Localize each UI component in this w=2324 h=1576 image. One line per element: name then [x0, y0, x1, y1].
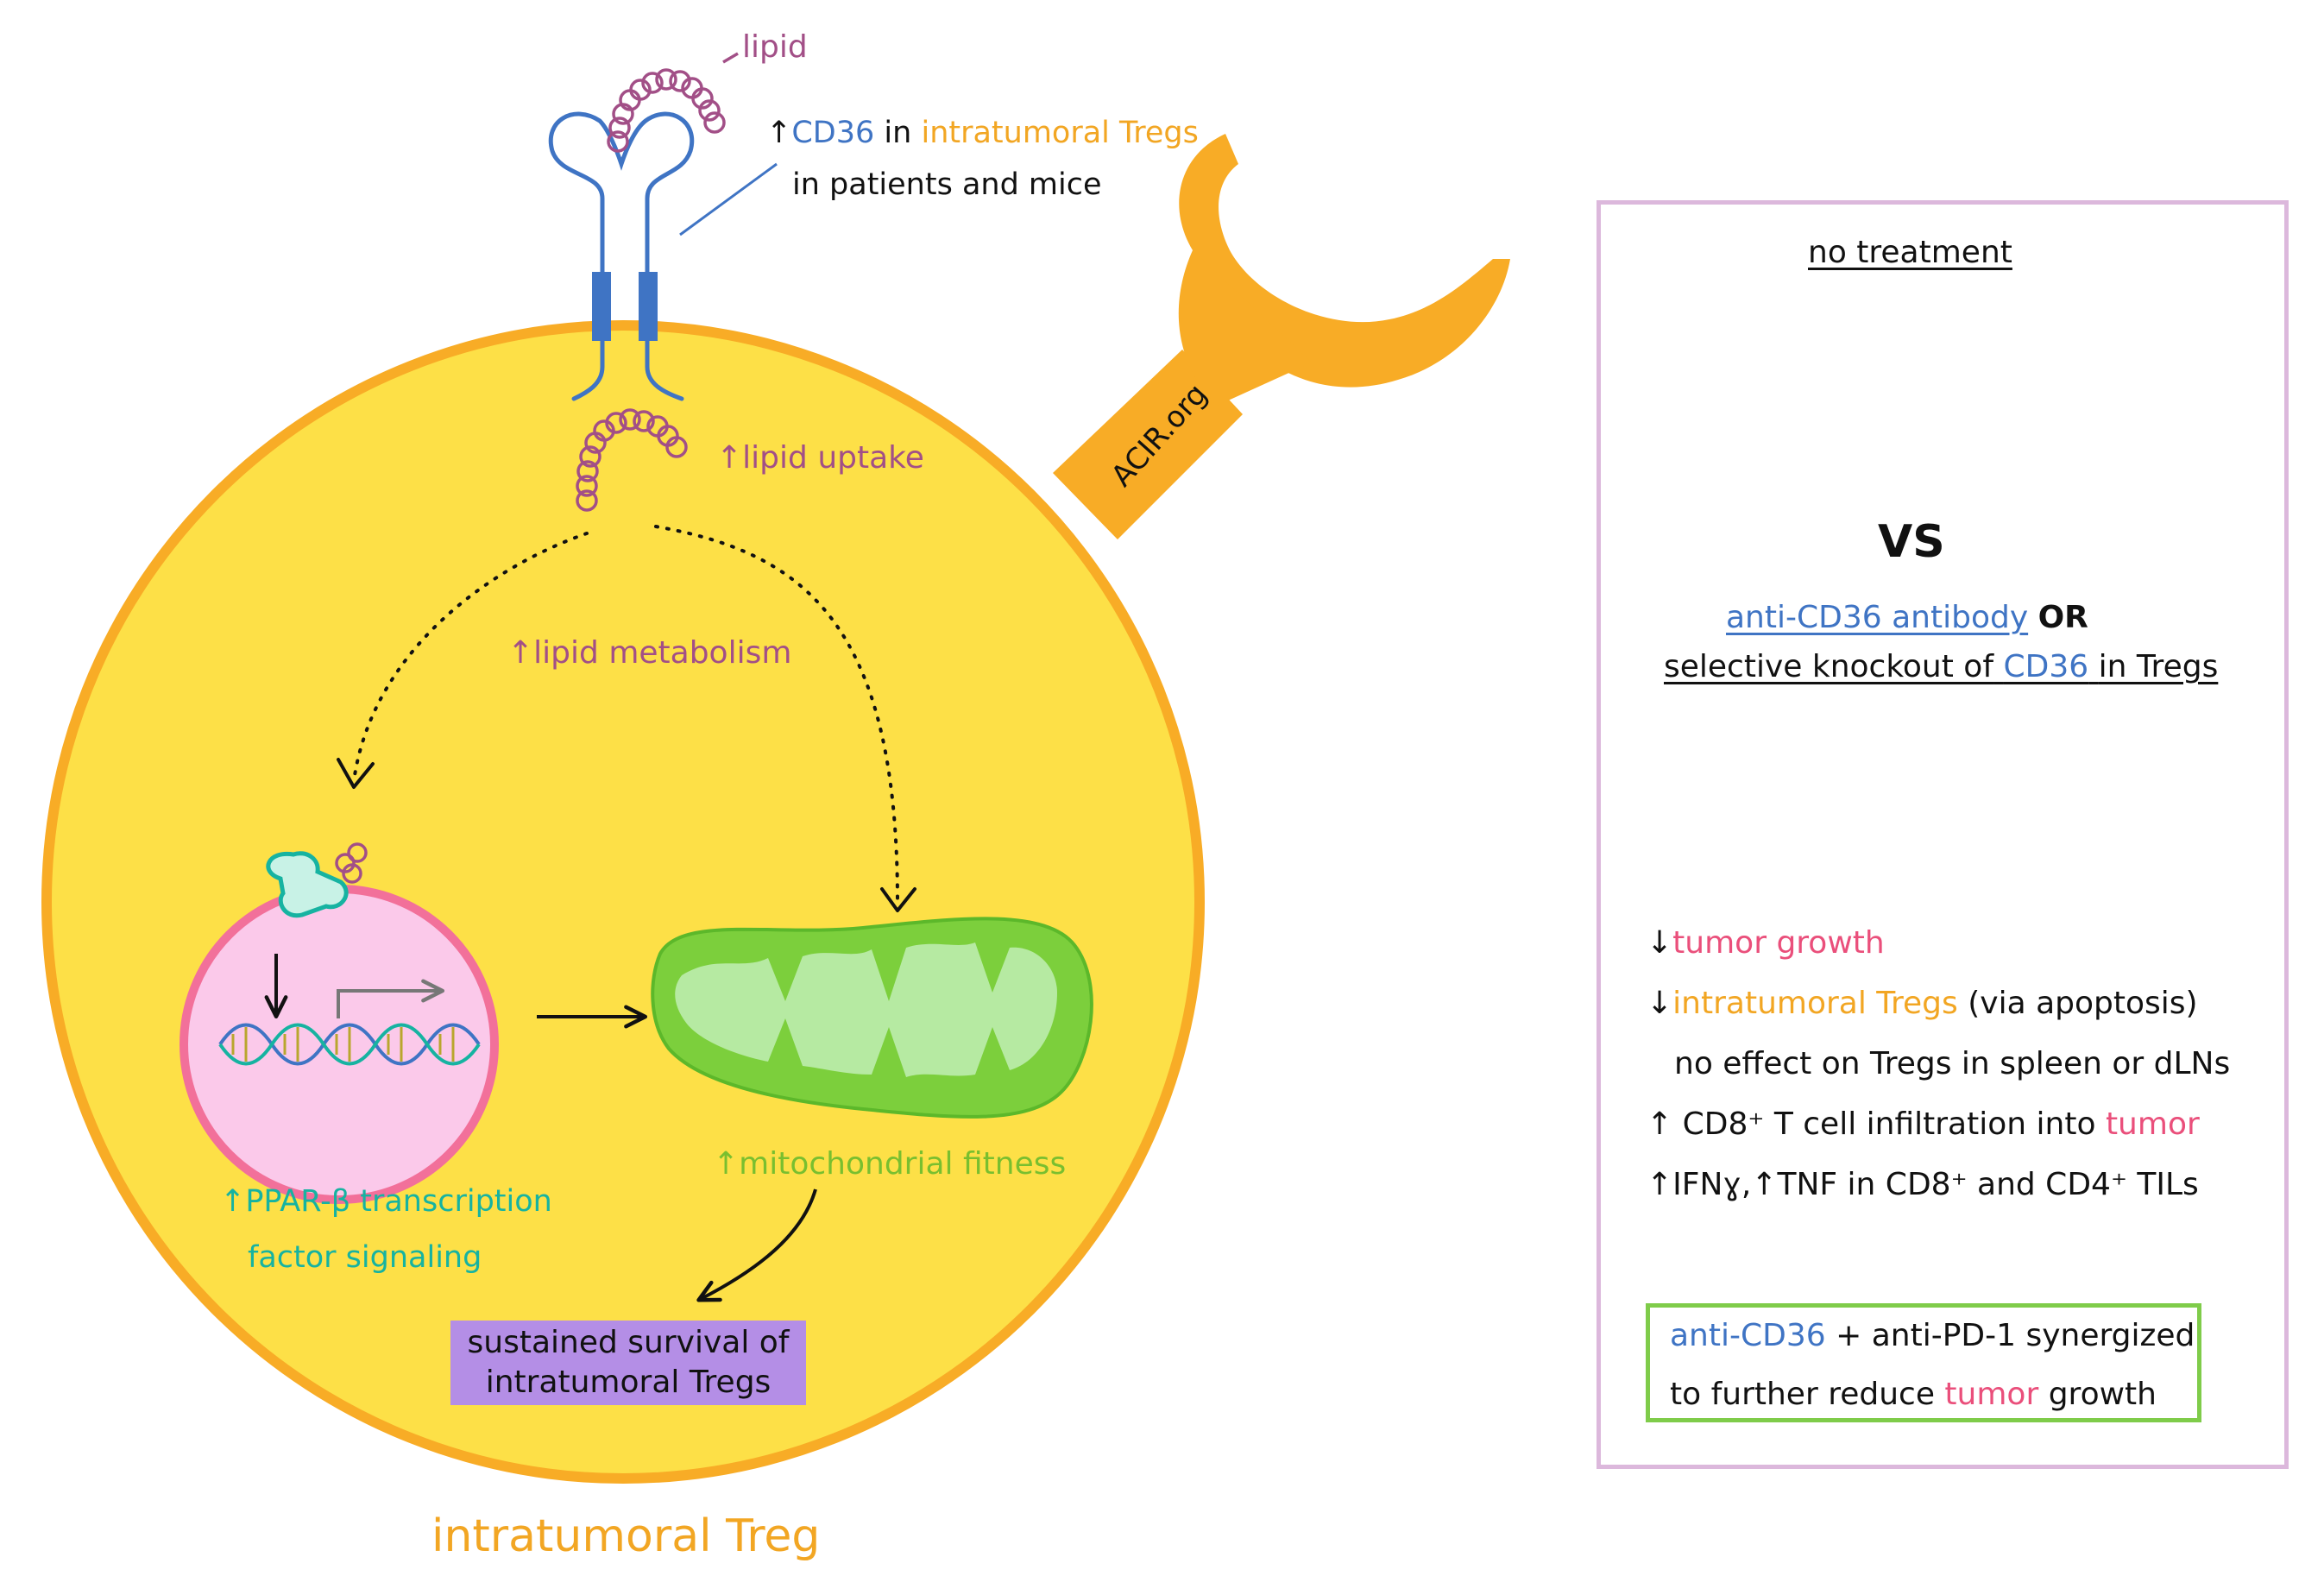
down-arrow-1: ↓	[1647, 925, 1673, 961]
lipid-coil-top	[607, 68, 726, 153]
dotted-arrowhead-nucleus	[337, 758, 375, 789]
cd36-upregulation-line2: in patients and mice	[792, 167, 1102, 202]
ppar-protein	[266, 842, 368, 918]
dna-helix	[218, 1023, 481, 1066]
mitochondrion-cristae	[675, 942, 1057, 1077]
transcription-arrow	[337, 979, 445, 1018]
intratumoral-tregs-term: intratumoral Tregs	[921, 116, 1199, 150]
treg-cell	[41, 320, 1205, 1484]
treatment-line1: anti-CD36 antibody OR	[1726, 600, 2088, 635]
dotted-arrow-to-nucleus	[352, 532, 589, 783]
up-arrow: ↑	[766, 116, 792, 150]
cd36-upregulation-line1: ↑CD36 in intratumoral Tregs	[766, 116, 1199, 150]
lipid-uptake-label: ↑lipid uptake	[716, 440, 924, 476]
knockout-pre: selective knockout of	[1664, 649, 1994, 684]
outcome-tumor-growth: ↓tumor growth	[1647, 925, 1885, 961]
anti-cd36-antibody-term: anti-CD36 antibody	[1726, 600, 2029, 635]
outcome-no-effect: no effect on Tregs in spleen or dLNs	[1674, 1046, 2231, 1081]
lipid-metabolism-label: ↑lipid metabolism	[507, 635, 792, 671]
cd36-term: CD36	[791, 116, 875, 150]
down-arrow-2: ↓	[1647, 986, 1673, 1021]
treatment-line2: selective knockout of CD36 in Tregs	[1664, 649, 2218, 684]
results-panel	[1597, 200, 2289, 1469]
lipid-leader-line	[722, 52, 739, 64]
synergy-rest: + anti-PD-1 synergized	[1836, 1318, 2195, 1353]
outcome-intratumoral-tregs: ↓intratumoral Tregs (via apoptosis)	[1647, 986, 2198, 1021]
synergy-anti-cd36: anti-CD36	[1670, 1318, 1826, 1353]
nucleus	[179, 885, 499, 1204]
mito-to-survival-arrow	[696, 1188, 817, 1302]
cd36-receptor	[548, 111, 695, 401]
mitochondrial-fitness-label: ↑mitochondrial fitness	[713, 1146, 1067, 1182]
receptor-transmembrane-left	[592, 272, 611, 341]
synergy-box	[1646, 1303, 2201, 1422]
outcome-cytokines: ↑IFNɣ,↑TNF in CD8⁺ and CD4⁺ TILs	[1647, 1167, 2199, 1202]
synergy-pre: to further reduce	[1670, 1377, 1935, 1412]
vs-label: VS	[1878, 516, 1945, 568]
cd8-infiltration-text: ↑ CD8⁺ T cell infiltration into	[1647, 1106, 2096, 1142]
or-word: OR	[2037, 600, 2088, 635]
receptor-transmembrane-right	[639, 272, 658, 341]
intratumoral-tregs-outcome-term: intratumoral Tregs	[1672, 986, 1958, 1021]
knockout-post: in Tregs	[2098, 649, 2219, 684]
tumor-term: tumor	[2105, 1106, 2200, 1142]
in-word: in	[884, 116, 912, 150]
outcome-cd8-infiltration: ↑ CD8⁺ T cell infiltration into tumor	[1647, 1106, 2200, 1142]
tumor-growth-term: tumor growth	[1672, 925, 1885, 961]
cell-name-label: intratumoral Treg	[431, 1510, 821, 1562]
dotted-arrowhead-mito	[880, 887, 916, 912]
synergy-line1: anti-CD36 + anti-PD-1 synergized	[1670, 1318, 2195, 1353]
via-apoptosis: (via apoptosis)	[1968, 986, 2198, 1021]
sustained-survival-box: sustained survival of intratumoral Tregs	[450, 1321, 806, 1405]
lipid-coil-uptake	[576, 408, 688, 512]
cd36-leader-line	[679, 162, 778, 236]
synergy-post: growth	[2048, 1377, 2157, 1412]
dotted-arrow-to-mitochondrion	[654, 525, 899, 904]
ppar-label-line1: ↑PPAR-β transcription	[220, 1184, 552, 1219]
no-treatment-heading: no treatment	[1808, 235, 2012, 270]
synergy-line2: to further reduce tumor growth	[1670, 1377, 2157, 1412]
knockout-cd36: CD36	[2003, 649, 2089, 684]
survival-line1: sustained survival of	[467, 1325, 790, 1360]
ppar-label-line2: factor signaling	[248, 1240, 482, 1275]
synergy-tumor: tumor	[1944, 1377, 2039, 1412]
acir-logo	[1053, 134, 1510, 539]
lipid-label: lipid	[742, 29, 808, 65]
survival-line2: intratumoral Tregs	[485, 1365, 772, 1400]
